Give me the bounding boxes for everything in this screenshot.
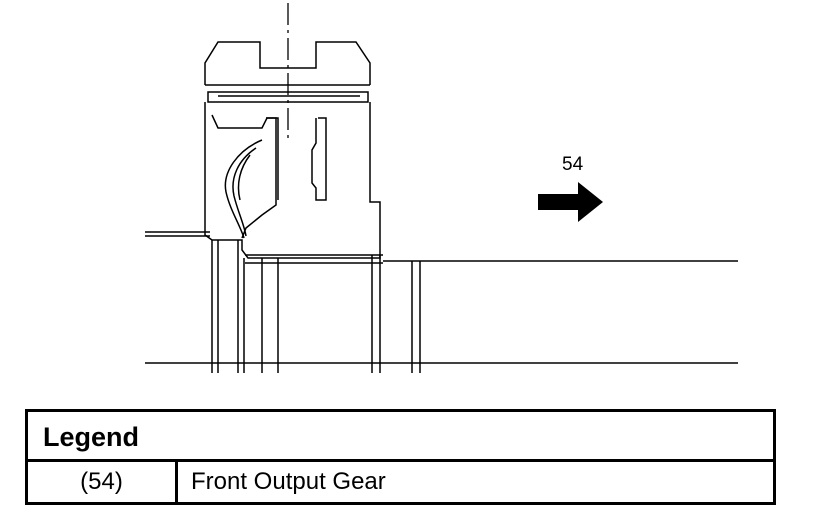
legend-description: Front Output Gear xyxy=(191,468,386,495)
inner-plate-slot xyxy=(266,117,279,200)
spring-curve-outer xyxy=(224,139,263,239)
snap-ring xyxy=(207,91,369,103)
spring-curve-third xyxy=(237,154,251,201)
legend-table: Legend (54) Front Output Gear xyxy=(25,409,776,505)
inner-plate-left xyxy=(211,114,277,239)
legend-ref-number: (54) xyxy=(28,462,178,502)
legend-row: (54) Front Output Gear xyxy=(28,462,773,502)
spring-curve-inner xyxy=(232,147,257,237)
technical-drawing: 54 xyxy=(145,3,738,373)
gear-top-cap xyxy=(204,41,371,85)
callout-number: 54 xyxy=(562,154,584,175)
inner-plate-right xyxy=(311,117,327,201)
arrow-right-icon xyxy=(538,182,603,222)
gear-body xyxy=(204,102,381,259)
legend-title: Legend xyxy=(28,412,773,462)
